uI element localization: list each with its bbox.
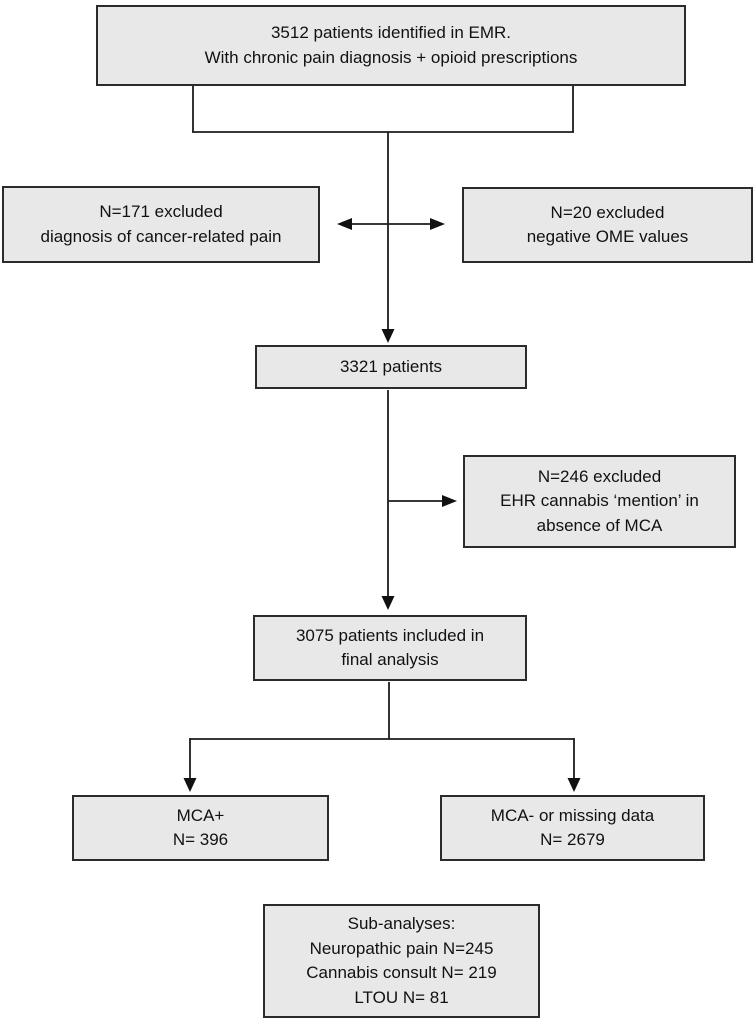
box-final-analysis: 3075 patients included in final analysis xyxy=(253,615,527,681)
arrowhead-right xyxy=(430,218,445,230)
box-text-line: MCA+ xyxy=(176,805,225,825)
box-text-line: absence of MCA xyxy=(536,515,663,535)
arrowhead-down-to-3321 xyxy=(381,329,395,343)
box-text-line: N= 2679 xyxy=(540,830,605,849)
fork-final-to-mca xyxy=(183,682,581,792)
box-3321-patients: 3321 patients xyxy=(255,345,527,389)
box-excluded-cannabis-mention: N=246 excluded EHR cannabis ‘mention’ in… xyxy=(463,455,736,548)
arrowhead-right-to-mention xyxy=(442,495,457,507)
exclusion-double-arrow xyxy=(337,218,445,230)
stem-3321-to-final xyxy=(381,390,457,610)
arrowhead-down-to-mca-neg xyxy=(567,778,581,792)
box-text-line: Sub-analyses: xyxy=(347,914,456,933)
box-text-line: N= 396 xyxy=(172,830,229,849)
box-text-line: Neuropathic pain N=245 xyxy=(309,938,494,958)
box-mca-positive: MCA+ N= 396 xyxy=(72,795,329,861)
arrowhead-left xyxy=(337,218,352,230)
box-text-line: MCA- or missing data xyxy=(490,805,655,825)
box-text-line: N=246 excluded xyxy=(537,466,662,486)
box-mca-negative: MCA- or missing data N= 2679 xyxy=(440,795,705,861)
box-text-line: diagnosis of cancer-related pain xyxy=(40,226,282,246)
box-text-line: negative OME values xyxy=(526,227,689,246)
box-text-line: 3075 patients included in xyxy=(295,625,485,645)
top-fork-connector xyxy=(192,86,574,343)
box-text-line: N=20 excluded xyxy=(550,202,665,222)
box-text-line: EHR cannabis ‘mention’ in xyxy=(500,491,699,511)
box-text-line: 3321 patients xyxy=(339,356,443,376)
box-text-line: LTOU N= 81 xyxy=(354,987,449,1007)
box-text-line: N=171 excluded xyxy=(99,202,223,221)
box-identified-patients: 3512 patients identified in EMR. With ch… xyxy=(96,5,686,86)
box-text-line: Cannabis consult N= 219 xyxy=(306,963,497,982)
box-excluded-ome: N=20 excluded negative OME values xyxy=(462,187,753,263)
box-text-line: final analysis xyxy=(341,650,439,669)
box-excluded-cancer-pain: N=171 excluded diagnosis of cancer-relat… xyxy=(2,186,320,263)
arrowhead-down-to-final xyxy=(381,596,395,610)
box-text-line: With chronic pain diagnosis + opioid pre… xyxy=(204,47,578,67)
box-sub-analyses: Sub-analyses: Neuropathic pain N=245 Can… xyxy=(263,904,540,1018)
arrowhead-down-to-mca-pos xyxy=(183,778,197,792)
box-text-line: 3512 patients identified in EMR. xyxy=(270,23,512,42)
